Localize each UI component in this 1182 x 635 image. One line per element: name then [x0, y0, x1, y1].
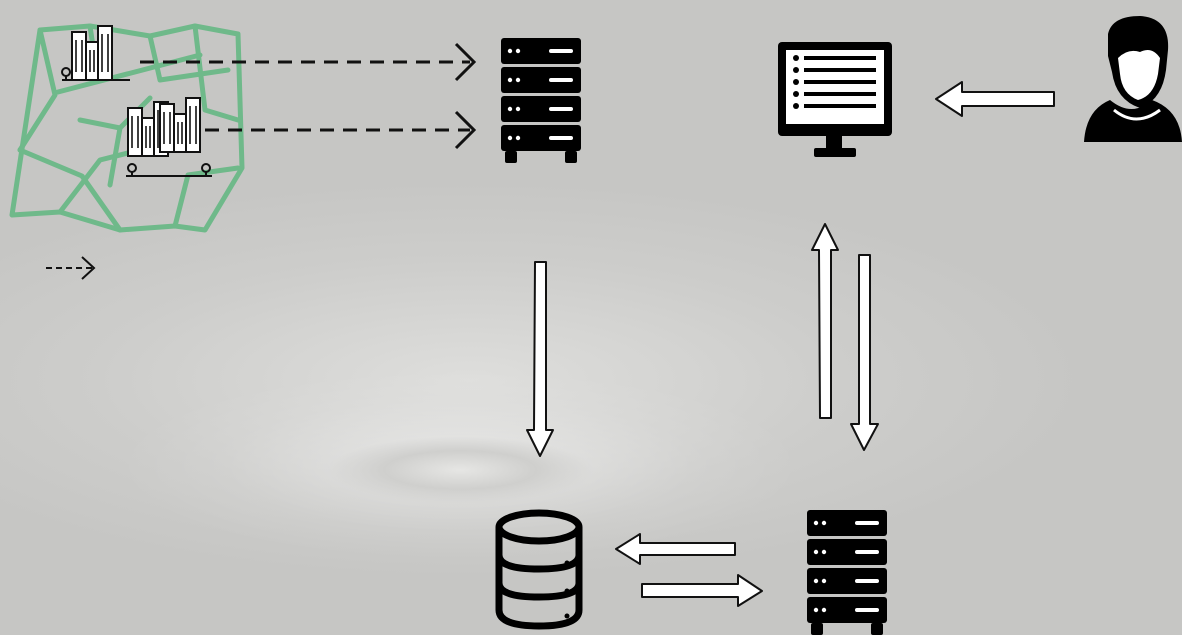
- server-rack-icon: [807, 510, 887, 635]
- user-avatar-icon: [1084, 16, 1182, 142]
- hollow-arrow-server-to-monitor: [811, 223, 839, 419]
- hollow-arrow-server-to-database-left: [615, 533, 736, 565]
- hollow-arrow-monitor-to-server: [850, 254, 879, 451]
- hollow-arrow-server-to-database: [526, 261, 554, 457]
- city-map-icon: [9, 23, 245, 233]
- hollow-arrow-database-to-server-right: [641, 574, 763, 607]
- server-rack-icon: [501, 38, 581, 163]
- dashed-arrow-upper: [140, 42, 477, 82]
- database-icon: [495, 509, 583, 630]
- hollow-arrow-user-to-monitor: [935, 81, 1055, 117]
- monitor-icon: [778, 42, 892, 157]
- dashed-arrow-icon: [46, 256, 96, 280]
- dashed-arrow-lower: [205, 110, 477, 150]
